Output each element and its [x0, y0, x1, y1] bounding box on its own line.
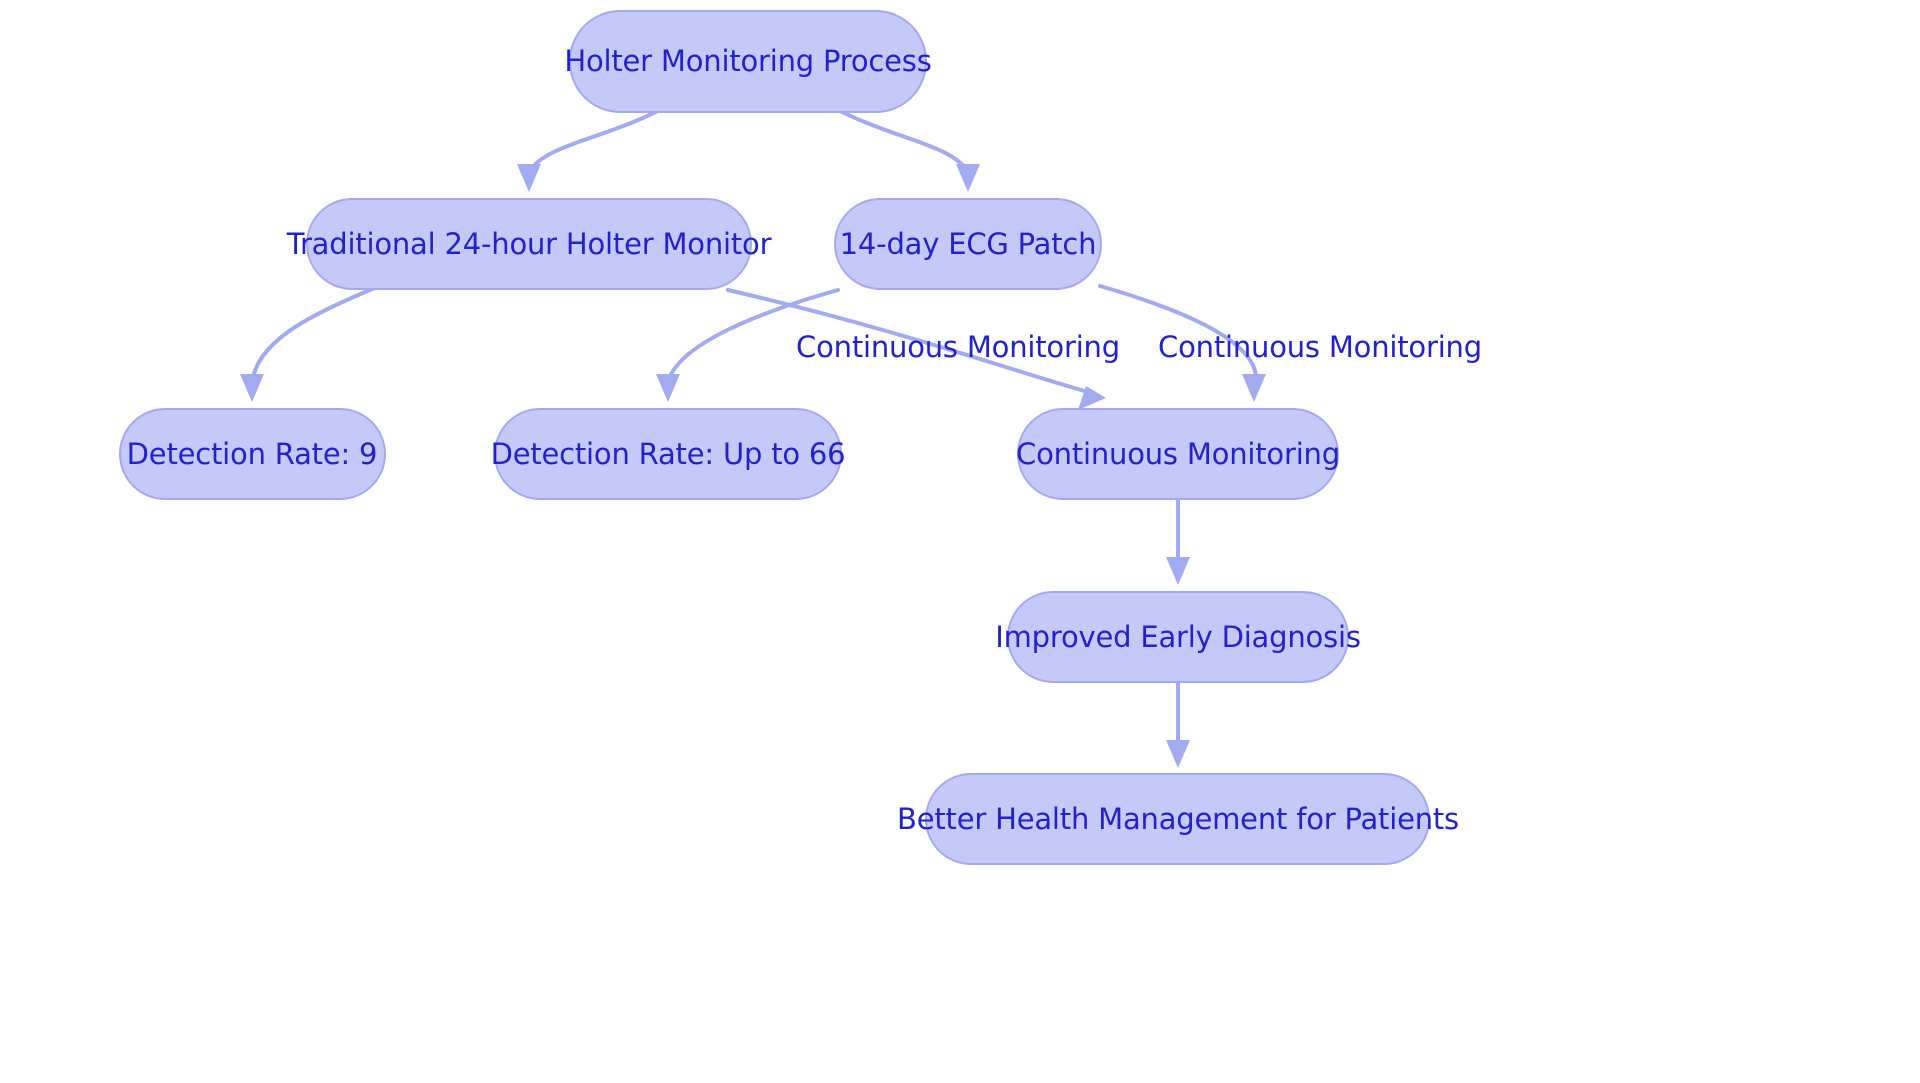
edge-labels-layer: Continuous Monitoring Continuous Monitor…: [796, 330, 1482, 364]
edge-patch-to-rate66: [656, 288, 840, 402]
arrowhead-icon: [956, 164, 980, 192]
edge-path: [726, 288, 1090, 394]
node-label: Continuous Monitoring: [1016, 437, 1340, 471]
node-label: Improved Early Diagnosis: [995, 620, 1361, 654]
node-shape[interactable]: [494, 408, 842, 500]
node-shape[interactable]: [925, 773, 1430, 865]
arrowhead-icon: [1166, 557, 1190, 585]
node-shape[interactable]: [834, 198, 1102, 290]
arrowhead-icon: [517, 164, 541, 192]
node-detection-rate-9[interactable]: Detection Rate: 9: [119, 408, 386, 500]
edge-path: [250, 284, 382, 384]
node-14-day-ecg-patch[interactable]: 14-day ECG Patch: [834, 198, 1102, 290]
node-label: 14-day ECG Patch: [840, 227, 1097, 261]
edge-path: [666, 288, 840, 384]
edge-traditional-to-rate9: [240, 284, 382, 402]
edge-path: [836, 108, 970, 174]
nodes-layer: Holter Monitoring Process Traditional 24…: [119, 10, 1459, 865]
node-shape[interactable]: [569, 10, 927, 113]
node-label: Better Health Management for Patients: [897, 802, 1459, 836]
node-detection-rate-up-to-66[interactable]: Detection Rate: Up to 66: [491, 408, 846, 500]
arrowhead-icon: [656, 374, 680, 402]
arrowhead-icon: [1242, 374, 1266, 402]
node-label: Holter Monitoring Process: [564, 44, 931, 78]
edge-root-to-traditional: [517, 108, 662, 192]
arrowhead-icon: [1078, 386, 1106, 410]
arrowhead-icon: [1166, 740, 1190, 768]
node-improved-early-diagnosis[interactable]: Improved Early Diagnosis: [995, 591, 1361, 683]
node-label: Detection Rate: 9: [127, 437, 378, 471]
node-shape[interactable]: [119, 408, 386, 500]
node-holter-monitoring-process[interactable]: Holter Monitoring Process: [564, 10, 932, 113]
edge-diagnosis-to-health: [1166, 680, 1190, 768]
node-label: Traditional 24-hour Holter Monitor: [286, 227, 772, 261]
arrowhead-icon: [240, 374, 264, 402]
edge-path: [527, 108, 662, 174]
edges-layer: [240, 108, 1266, 768]
edge-path: [1098, 284, 1259, 384]
edge-traditional-to-continuous: [726, 288, 1106, 410]
edge-patch-to-continuous: [1098, 284, 1266, 402]
node-shape[interactable]: [1017, 408, 1339, 500]
edge-root-to-patch: [836, 108, 980, 192]
node-shape[interactable]: [306, 198, 752, 290]
node-better-health-management-for-patients[interactable]: Better Health Management for Patients: [897, 773, 1459, 865]
node-label: Detection Rate: Up to 66: [491, 437, 846, 471]
edge-label-continuous-left: Continuous Monitoring: [796, 330, 1120, 364]
node-continuous-monitoring[interactable]: Continuous Monitoring: [1016, 408, 1340, 500]
edge-continuous-to-diagnosis: [1166, 497, 1190, 585]
node-shape[interactable]: [1007, 591, 1349, 683]
edge-label-continuous-right: Continuous Monitoring: [1158, 330, 1482, 364]
node-traditional-24-hour-holter-monitor[interactable]: Traditional 24-hour Holter Monitor: [286, 198, 772, 290]
